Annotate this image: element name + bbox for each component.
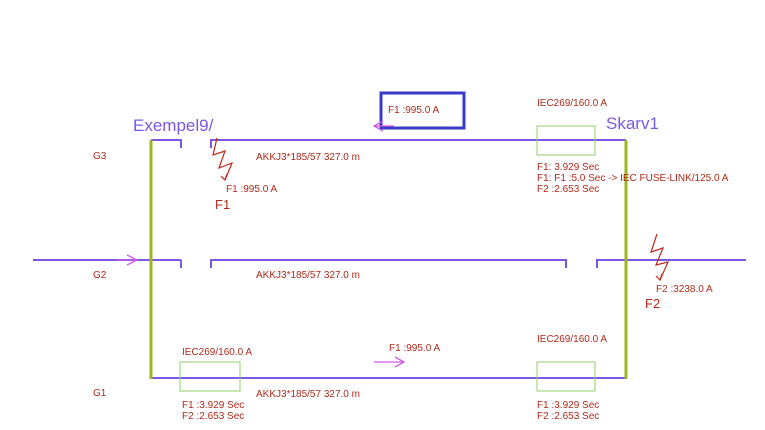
cable-label-g3: AKKJ3*185/57 327.0 m <box>256 152 360 163</box>
fuse-time-top-right-2: F1: F1 :5.0 Sec -> IEC FUSE-LINK/125.0 A <box>537 173 729 184</box>
row-label-g1: G1 <box>93 388 107 399</box>
row-label-g3: G3 <box>93 151 107 162</box>
fuse-box-top-right[interactable] <box>536 125 596 156</box>
fault-label-f1: F1 <box>215 197 230 212</box>
node-label-exempel9: Exempel9/ <box>133 116 214 135</box>
cable-label-g1: AKKJ3*185/57 327.0 m <box>256 389 360 400</box>
fuse-time-top-right-1: F1: 3.929 Sec <box>537 162 599 173</box>
arrow-right-icon <box>374 356 406 368</box>
arrow-right-icon <box>118 254 139 266</box>
line-g3[interactable] <box>151 139 626 148</box>
highlight-box[interactable] <box>379 91 466 130</box>
arrow-left-icon <box>372 120 394 132</box>
fuse-time-bottom-left-2: F2 :2.653 Sec <box>182 411 244 422</box>
fuse-time-top-right-3: F2 :2.653 Sec <box>537 184 599 195</box>
fault-lightning-icon <box>212 137 234 182</box>
fuse-label-bottom-right: IEC269/160.0 A <box>537 334 607 345</box>
fault-current-f1: F1 :995.0 A <box>226 184 277 195</box>
fuse-time-bottom-left-1: F1 :3.929 Sec <box>182 400 244 411</box>
row-label-g2: G2 <box>93 270 107 281</box>
fuse-box-bottom-right[interactable] <box>536 361 596 392</box>
node-label-skarv1: Skarv1 <box>606 114 659 133</box>
fault-label-f2: F2 <box>645 296 660 311</box>
current-label-bottom: F1 :995.0 A <box>389 343 440 354</box>
fuse-label-top-right: IEC269/160.0 A <box>537 98 607 109</box>
fault-current-f2: F2 :3238.0 A <box>656 284 713 295</box>
fuse-label-bottom-left: IEC269/160.0 A <box>182 347 252 358</box>
line-g2[interactable] <box>33 259 746 268</box>
cable-label-g2: AKKJ3*185/57 327.0 m <box>256 270 360 281</box>
fuse-time-bottom-right-2: F2 :2.653 Sec <box>537 411 599 422</box>
fault-lightning-icon <box>650 233 670 282</box>
fuse-box-bottom-left[interactable] <box>179 361 241 392</box>
fuse-time-bottom-right-1: F1 :3.929 Sec <box>537 400 599 411</box>
current-label-top: F1 :995.0 A <box>388 105 439 116</box>
